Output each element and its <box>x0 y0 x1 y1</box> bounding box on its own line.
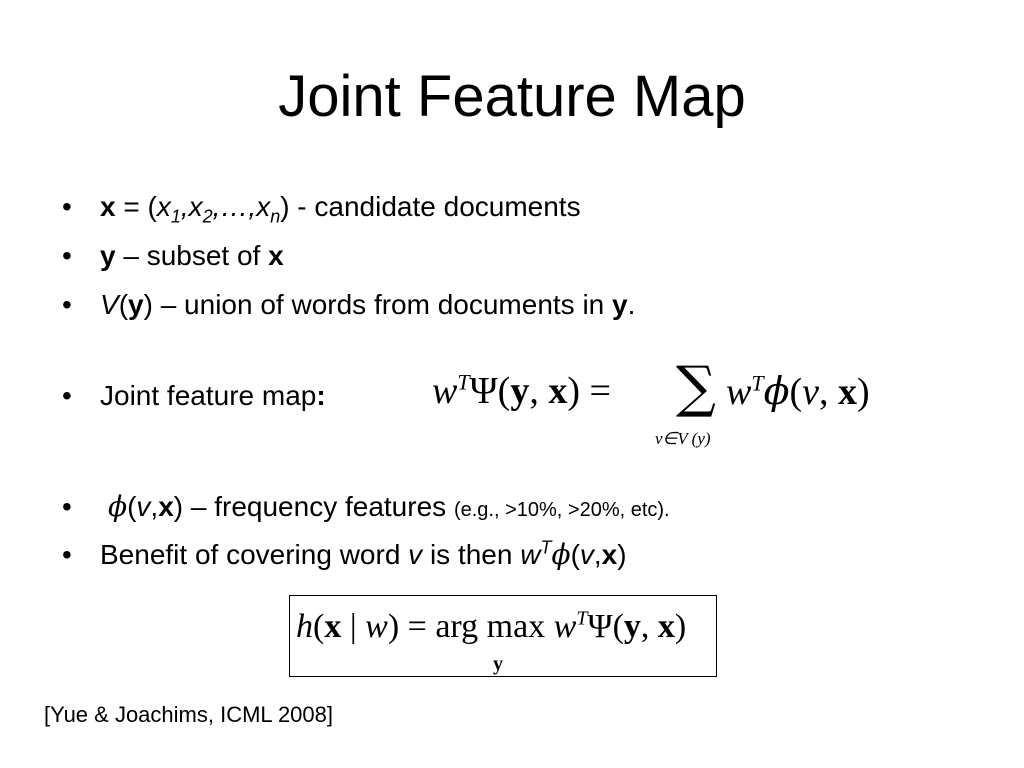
sum-symbol: ∑ <box>676 355 716 420</box>
var-w: w <box>726 371 752 413</box>
text-label: Joint feature map <box>100 380 317 411</box>
var-x: x <box>548 370 568 412</box>
superscript-T: T <box>540 537 552 558</box>
text-tail: ) – union of words from documents in <box>143 289 613 320</box>
text-eq: = ( <box>115 191 157 222</box>
text-comma: , <box>593 539 602 570</box>
var-x: x <box>657 608 675 645</box>
var-V: V <box>100 289 119 320</box>
citation: [Yue & Joachims, ICML 2008] <box>44 702 333 727</box>
symbol-phi: ϕ <box>108 490 128 523</box>
text-comma: , <box>819 371 839 413</box>
bullet-text: ϕ(v,x) – frequency features (e.g., >10%,… <box>108 490 670 527</box>
var-x2: x <box>188 191 203 222</box>
subscript-1: 1 <box>170 206 181 227</box>
bullet-dot: • <box>62 289 72 320</box>
var-x: x <box>100 191 116 222</box>
symbol-psi: Ψ( <box>469 370 511 412</box>
text-comma: , <box>640 608 658 645</box>
var-v: v <box>136 491 151 522</box>
bullet-text: x = (x1,x2,…,xn) - candidate documents <box>100 190 581 227</box>
text-pre: Benefit of covering word <box>100 539 409 570</box>
text-comma: , <box>150 491 159 522</box>
text-comma: , <box>180 191 189 222</box>
var-y: y <box>128 289 144 320</box>
var-w: w <box>553 608 577 645</box>
text-open: ( <box>127 491 137 522</box>
var-y: y <box>623 608 641 645</box>
bullet-dot: • <box>62 380 72 411</box>
slide-title: Joint Feature Map <box>278 64 746 129</box>
var-w: w <box>520 539 541 570</box>
formula1-rhs: wTϕ(v, x) <box>726 368 870 415</box>
superscript-T: T <box>457 369 470 395</box>
text-comma: , <box>529 370 549 412</box>
var-v: v <box>802 371 820 413</box>
text-colon: : <box>316 380 326 411</box>
var-v: v <box>579 539 594 570</box>
text-examples: (e.g., >10%, >20%, etc). <box>453 499 670 521</box>
var-h: h <box>296 608 313 645</box>
bullet-text: Benefit of covering word v is then wTϕ(v… <box>100 538 627 572</box>
text-open: ( <box>570 539 580 570</box>
var-v: v <box>408 539 423 570</box>
var-x: x <box>601 539 618 570</box>
text-open: ( <box>118 289 129 320</box>
var-y: y <box>510 370 530 412</box>
var-x: x <box>158 491 174 522</box>
var-w: w <box>432 370 458 412</box>
text-open: ( <box>789 371 803 413</box>
text-close: ) <box>617 539 627 570</box>
superscript-T: T <box>576 607 588 630</box>
superscript-T: T <box>751 370 764 396</box>
var-xn: x <box>256 191 271 222</box>
var-y: y <box>612 289 628 320</box>
formula-box <box>289 595 717 677</box>
bullet-text: Joint feature map: <box>100 379 326 413</box>
bullet-text: y – subset of x <box>100 239 284 273</box>
formula1-lhs: wTΨ(y, x) = <box>432 368 611 414</box>
text-close: ) <box>857 371 870 413</box>
text-ellipsis: ,…, <box>212 191 257 222</box>
text-tail: ) - candidate documents <box>280 191 581 222</box>
var-x: x <box>324 608 342 645</box>
var-x1: x <box>156 191 171 222</box>
bullet-dot: • <box>62 240 72 271</box>
var-y: y <box>100 240 116 271</box>
subscript-2: 2 <box>202 206 213 227</box>
text-equals: ) = <box>387 608 436 645</box>
bullet-dot: • <box>62 191 72 222</box>
text-close: ) <box>674 608 687 645</box>
bullet-dot: • <box>62 491 72 522</box>
sum-subscript: v∈V (y) <box>655 429 711 448</box>
formula-prediction: h(x | w) = arg max wTΨ(y, x) <box>296 606 686 648</box>
text-period: . <box>627 289 636 320</box>
symbol-psi: Ψ( <box>587 608 624 645</box>
subscript-n: n <box>270 206 281 227</box>
bullet-dot: • <box>62 539 72 570</box>
text-equals: ) = <box>567 370 611 412</box>
symbol-phi: ϕ <box>763 369 790 413</box>
text-open: ( <box>313 608 325 645</box>
text-mid: – subset of <box>115 240 269 271</box>
text-mid: is then <box>422 539 521 570</box>
argmax-subscript: y <box>493 653 503 675</box>
symbol-phi: ϕ <box>551 538 571 571</box>
text-bar: | <box>341 608 366 645</box>
text-argmax: arg max <box>435 608 554 645</box>
bullet-text: V(y) – union of words from documents in … <box>100 288 635 322</box>
text-tail: ) – frequency features <box>173 491 454 522</box>
var-x: x <box>268 240 284 271</box>
var-x: x <box>838 371 858 413</box>
var-w: w <box>365 608 388 645</box>
